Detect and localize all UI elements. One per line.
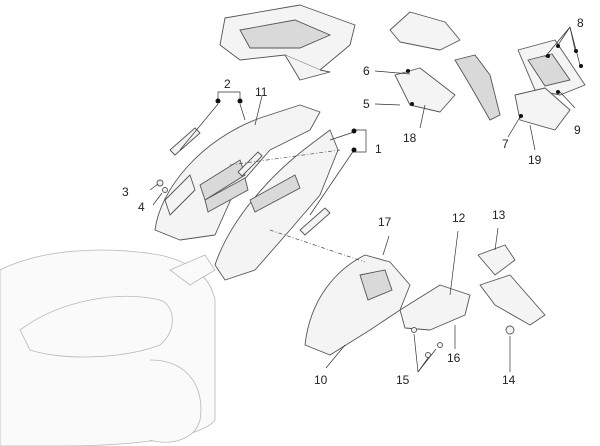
bracket (399, 284, 471, 331)
callout-9: 9 (574, 123, 581, 137)
callout-5: 5 (363, 97, 370, 111)
callout-6: 6 (363, 64, 370, 78)
rear-rack (219, 4, 356, 81)
right-side-cover (214, 129, 339, 281)
callout-8: 8 (577, 16, 584, 30)
clip-part (156, 179, 164, 187)
scooter-body-ghost (0, 249, 216, 446)
callout-12: 12 (452, 211, 466, 225)
callout-11: 11 (255, 85, 268, 99)
callout-1: 1 (375, 142, 382, 156)
inner-mudguard (304, 254, 411, 356)
callout-7: 7 (502, 137, 509, 151)
callout-3: 3 (122, 185, 129, 199)
callout-17: 17 (378, 215, 392, 229)
kit-marker-dots (215, 44, 583, 153)
callout-16: 16 (447, 351, 461, 365)
assembly-lines (229, 149, 366, 263)
callout-15: 15 (396, 373, 410, 387)
screw-b (425, 352, 431, 358)
tail-light-unit (477, 244, 546, 326)
callout-10: 10 (314, 373, 328, 387)
callout-14: 14 (502, 373, 516, 387)
callout-2: 2 (224, 77, 231, 91)
callout-labels: 1 2 3 4 5 6 7 8 9 10 11 12 13 14 15 16 1… (122, 16, 584, 387)
nut-part (162, 187, 168, 193)
callout-13: 13 (492, 208, 506, 222)
callout-18: 18 (403, 131, 417, 145)
leader-lines (149, 26, 581, 373)
screw-a (411, 327, 417, 333)
left-side-cover (154, 104, 321, 241)
callout-19: 19 (528, 153, 542, 167)
screw-c (437, 342, 443, 348)
rubber-plug (505, 325, 515, 335)
plate-hinge-cover (389, 11, 501, 121)
callout-4: 4 (138, 200, 145, 214)
license-plate-holder (517, 39, 586, 96)
